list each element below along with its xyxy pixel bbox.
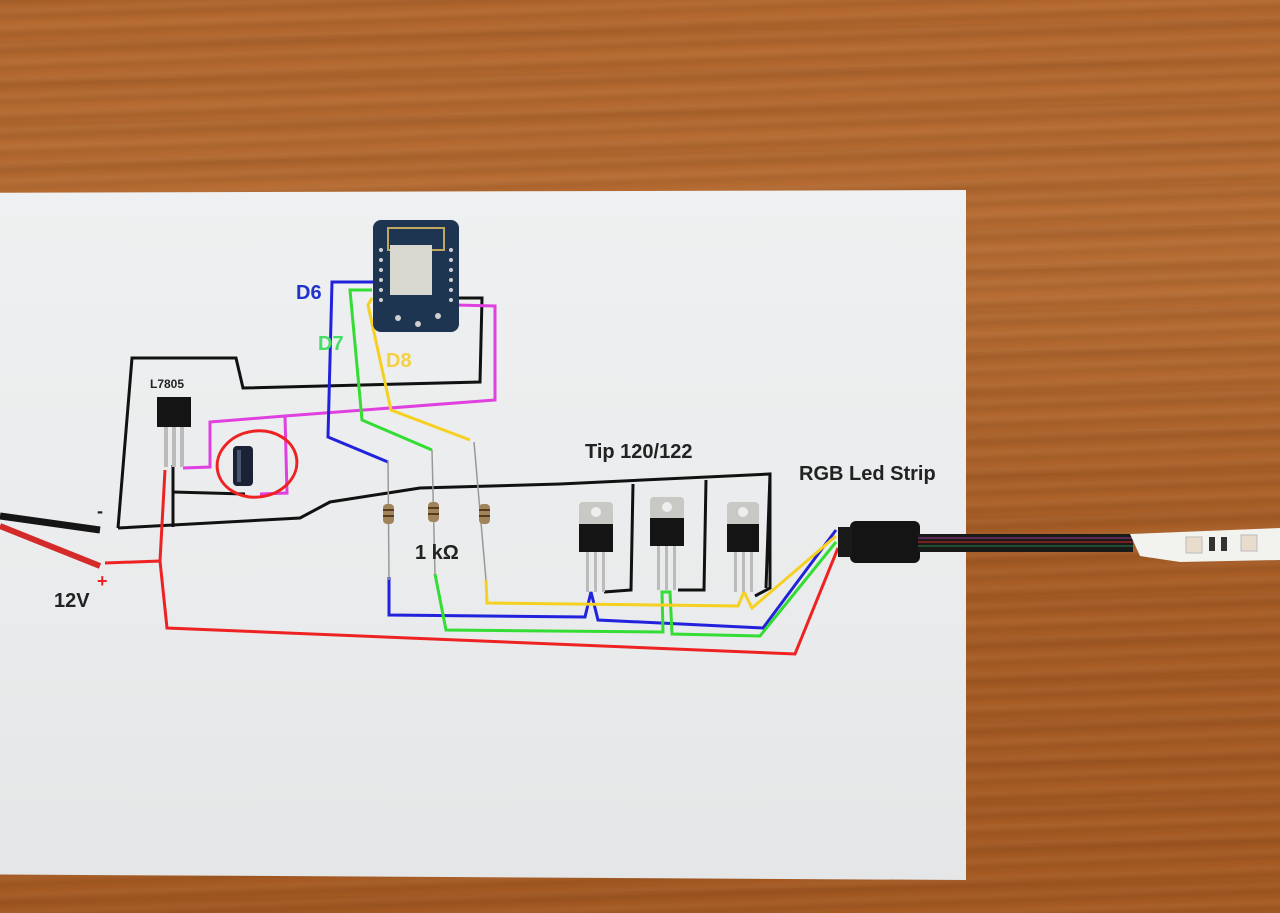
resistors: [383, 441, 490, 581]
power-12v-wires: [104, 469, 840, 656]
ground-wire-t2: [678, 479, 708, 592]
wire-d6-transistor: [387, 529, 838, 630]
ground-wire-t3: [764, 473, 772, 589]
transistor: [650, 497, 684, 590]
wire-d7-esp: [348, 288, 433, 452]
wire-d8-esp: [366, 297, 471, 442]
voltage-label: 12V: [54, 590, 90, 612]
d6-label: D6: [296, 282, 322, 304]
wire-d7-transistor: [433, 541, 838, 638]
black-input-cable: [0, 512, 101, 534]
ground-wires: [116, 296, 772, 598]
wire-5v: [182, 414, 289, 496]
electrolytic-capacitor: [233, 446, 253, 486]
transistor: [727, 502, 759, 592]
wire-12v-strip: [158, 547, 840, 656]
wire-d6-esp: [326, 280, 389, 464]
ground-wire-main: [117, 472, 772, 598]
plus-label: +: [97, 571, 108, 591]
d7-label: D7: [318, 333, 344, 355]
ground-wire-cap: [172, 490, 246, 496]
power-input-cables: [0, 512, 102, 569]
transistors: [579, 497, 759, 592]
esp-shield-can: [390, 245, 432, 295]
ground-wire-t1: [603, 483, 635, 594]
resistor: [473, 441, 490, 581]
led-chip: [1185, 536, 1203, 554]
led-chip: [1240, 534, 1258, 552]
resistor-label: 1 kΩ: [415, 542, 459, 564]
transistor-label: Tip 120/122: [585, 441, 693, 463]
rgb-cable: [918, 534, 1133, 552]
d8-wires: [366, 297, 837, 611]
led-strip-label: RGB Led Strip: [799, 463, 936, 485]
red-input-cable: [0, 523, 102, 569]
wire-12v-regulator: [104, 469, 167, 565]
d7-wires: [348, 288, 838, 638]
esp8266-board: [373, 220, 459, 332]
regulator-label: L7805: [150, 377, 185, 391]
rgb-connector: [838, 521, 920, 563]
l7805-regulator: [157, 397, 191, 467]
d8-label: D8: [386, 350, 412, 372]
ground-wire-loop: [116, 296, 484, 529]
led-strip: [1130, 528, 1280, 562]
resistor: [428, 449, 439, 576]
wire-d8-transistor: [484, 534, 837, 611]
resistor: [383, 459, 394, 581]
d6-wires: [326, 280, 838, 630]
highlight-circle: [215, 429, 299, 499]
transistor: [579, 502, 613, 592]
minus-label: -: [97, 501, 103, 521]
